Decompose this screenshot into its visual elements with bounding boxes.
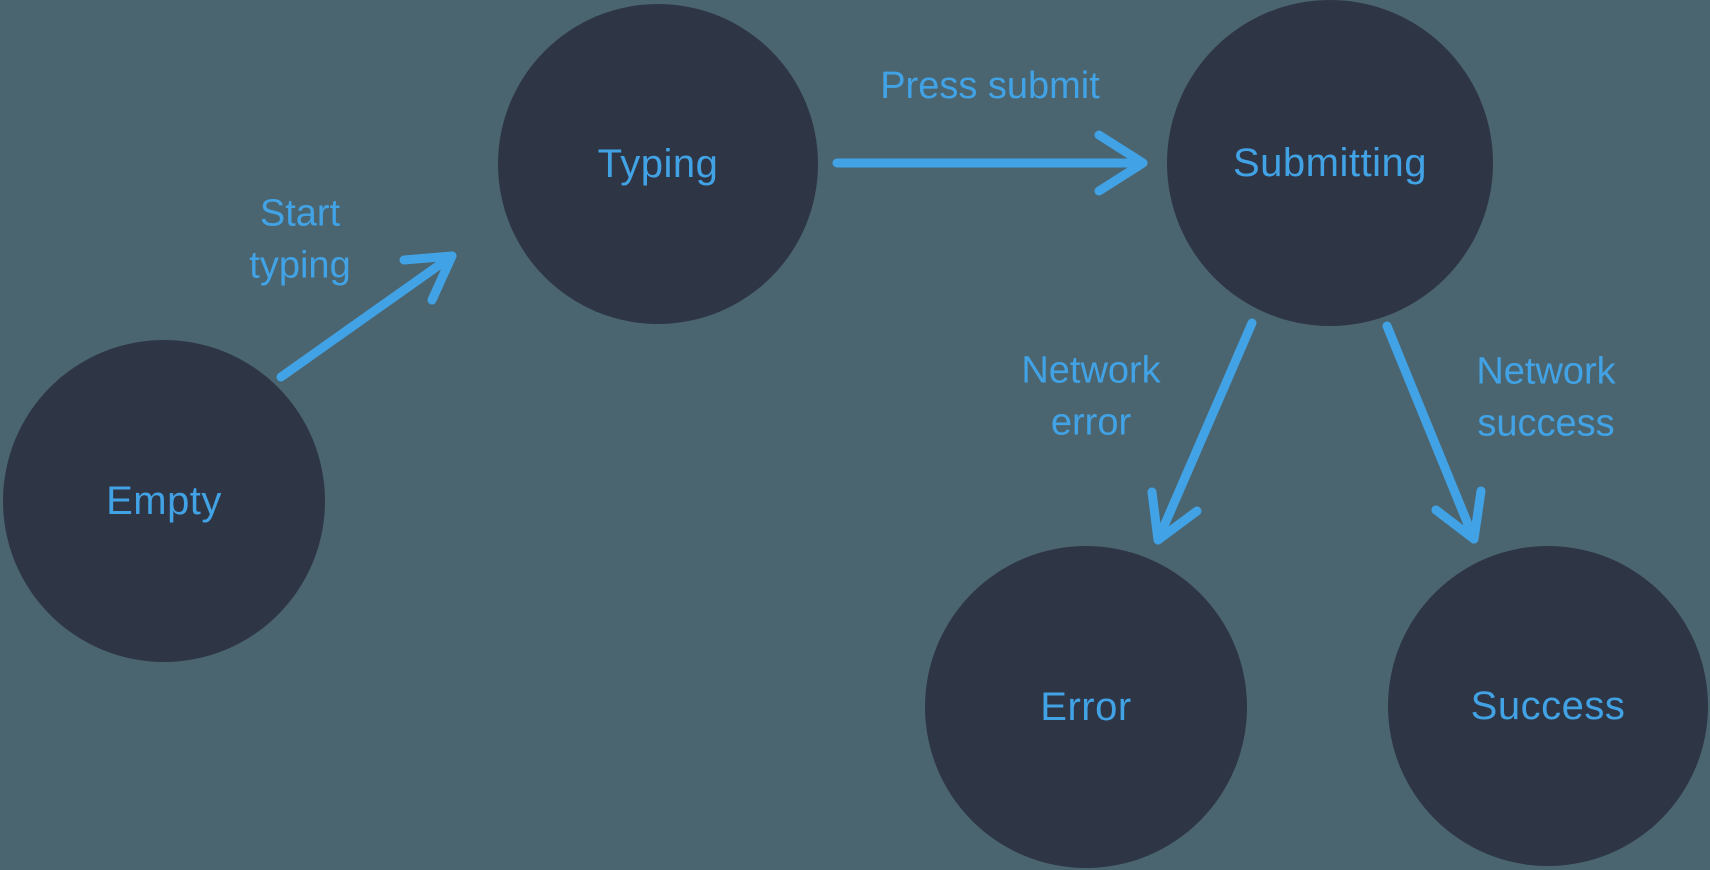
- edge-label-network-error: Network error: [1021, 349, 1161, 444]
- state-node-empty: Empty: [3, 340, 325, 662]
- arrow-network-error: [1147, 318, 1257, 545]
- state-node-error: Error: [925, 546, 1247, 868]
- arrow-start-typing: [276, 251, 457, 382]
- edge-label-network-success: Network success: [1476, 350, 1616, 445]
- state-label-empty: Empty: [106, 478, 222, 523]
- state-label-success: Success: [1470, 683, 1626, 728]
- state-label-error: Error: [1040, 684, 1132, 729]
- state-node-submitting: Submitting: [1167, 0, 1493, 326]
- edge-label-press-submit: Press submit: [880, 64, 1100, 107]
- state-node-success: Success: [1388, 546, 1708, 866]
- arrow-press-submit: [832, 130, 1148, 196]
- edge-label-start-typing: Start typing: [249, 192, 351, 287]
- state-label-submitting: Submitting: [1233, 140, 1427, 185]
- arrow-network-success: [1382, 321, 1486, 544]
- state-label-typing: Typing: [597, 141, 719, 186]
- state-node-typing: Typing: [498, 4, 818, 324]
